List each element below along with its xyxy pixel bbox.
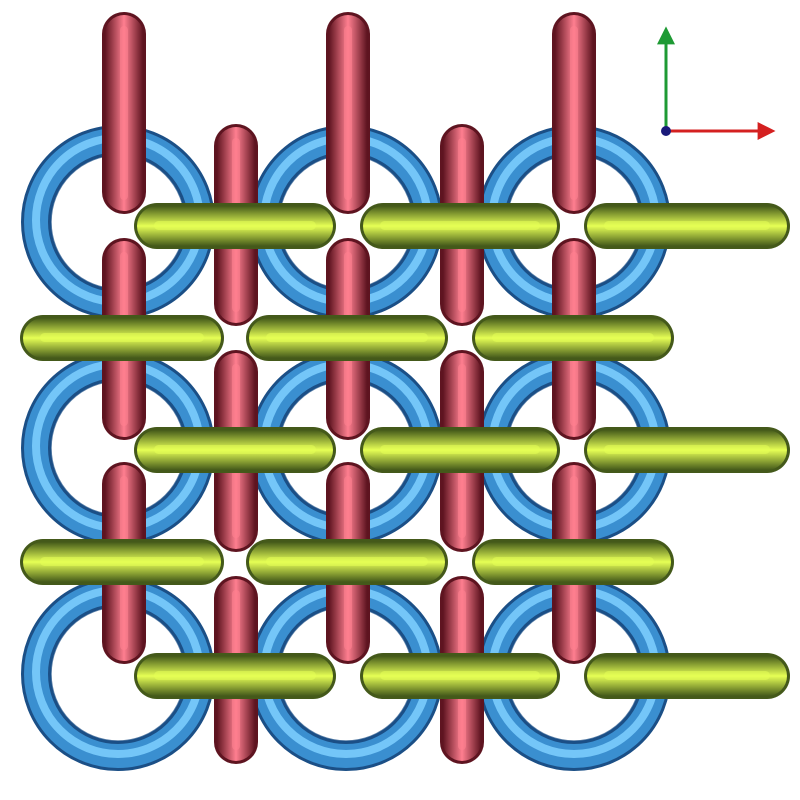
- red-link: [326, 12, 370, 214]
- green-link: [20, 539, 224, 585]
- green-link: [472, 539, 674, 585]
- green-link: [134, 653, 336, 699]
- green-link: [584, 203, 790, 249]
- green-link: [360, 203, 560, 249]
- axis-origin: [661, 126, 671, 136]
- green-link: [134, 203, 336, 249]
- green-link: [134, 427, 336, 473]
- green-link: [20, 315, 224, 361]
- green-link: [584, 427, 790, 473]
- green-link: [360, 427, 560, 473]
- green-link: [246, 539, 448, 585]
- red-link: [552, 12, 596, 214]
- green-link: [472, 315, 674, 361]
- green-link: [246, 315, 448, 361]
- green-link: [360, 653, 560, 699]
- green-links-layer: [20, 203, 790, 699]
- red-link: [102, 12, 146, 214]
- green-link: [584, 653, 790, 699]
- axes-gizmo: [657, 26, 776, 140]
